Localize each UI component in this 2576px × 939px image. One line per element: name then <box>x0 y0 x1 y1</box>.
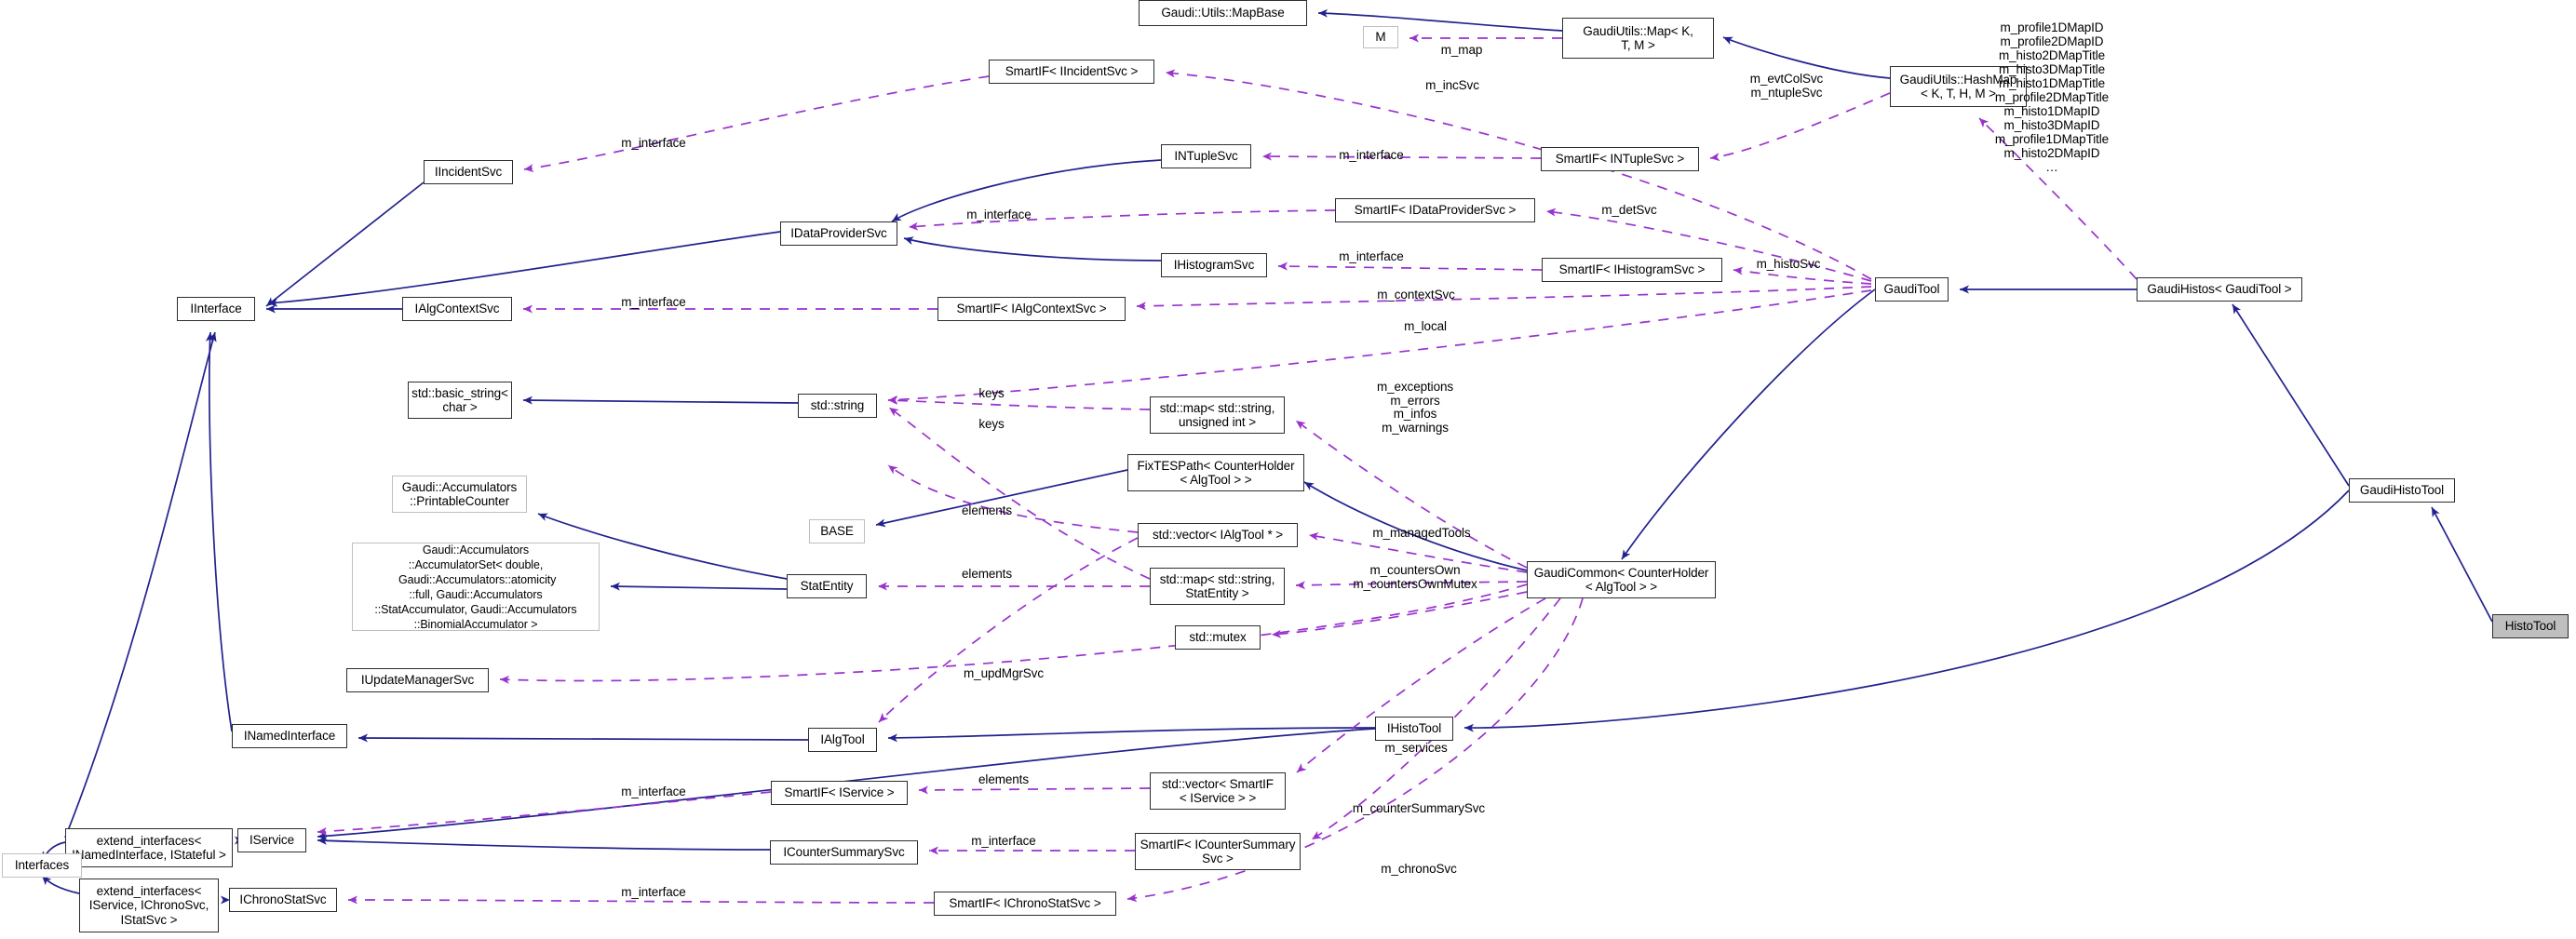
node-base[interactable]: BASE <box>809 519 865 543</box>
node-smartif-idataprovidersvc[interactable]: SmartIF< IDataProviderSvc > <box>1335 198 1535 222</box>
node-icountersummarysvc[interactable]: ICounterSummarySvc <box>770 840 918 865</box>
edge-label-m-interface-iservice: m_interface <box>621 785 686 798</box>
node-idataprovidersvc[interactable]: IDataProviderSvc <box>780 221 897 246</box>
node-std-vector-smartif-iservice[interactable]: std::vector< SmartIF < IService > > <box>1150 772 1286 810</box>
node-histotool[interactable]: HistoTool <box>2492 614 2569 638</box>
node-m[interactable]: M <box>1363 26 1398 48</box>
node-ihistogramsvc[interactable]: IHistogramSvc <box>1161 253 1267 277</box>
node-gaudiutils-map[interactable]: GaudiUtils::Map< K, T, M > <box>1562 18 1714 59</box>
node-std-basic-string[interactable]: std::basic_string< char > <box>408 382 512 419</box>
node-accumulator-set[interactable]: Gaudi::Accumulators ::AccumulatorSet< do… <box>352 543 600 631</box>
node-std-string[interactable]: std::string <box>798 394 877 418</box>
node-fixtespath-counterholder[interactable]: FixTESPath< CounterHolder < AlgTool > > <box>1127 454 1304 491</box>
node-extend-interfaces-namedinterface-stateful[interactable]: extend_interfaces< INamedInterface, ISta… <box>65 828 233 867</box>
node-smartif-intuplesvc[interactable]: SmartIF< INTupleSvc > <box>1541 147 1699 171</box>
edge-label-m-detsvc: m_detSvc <box>1601 203 1657 217</box>
node-gauditool[interactable]: GaudiTool <box>1875 277 1949 302</box>
edge-label-histogram-map-fields: m_profile1DMapID m_profile2DMapID m_hist… <box>1994 20 2110 174</box>
node-ialgcontextsvc[interactable]: IAlgContextSvc <box>402 297 512 321</box>
node-interfaces[interactable]: Interfaces <box>2 853 82 878</box>
edge-label-m-incsvc: m_incSvc <box>1425 78 1479 92</box>
node-ialgtool[interactable]: IAlgTool <box>808 728 877 752</box>
node-gaudihistos-gauditool[interactable]: GaudiHistos< GaudiTool > <box>2137 277 2302 302</box>
node-smartif-iservice[interactable]: SmartIF< IService > <box>771 781 908 805</box>
node-smartif-icountersummarysvc[interactable]: SmartIF< ICounterSummary Svc > <box>1135 833 1301 870</box>
node-iupdatemanagersvc[interactable]: IUpdateManagerSvc <box>346 668 489 692</box>
node-gaudicommon-counterholder[interactable]: GaudiCommon< CounterHolder < AlgTool > > <box>1527 561 1716 598</box>
node-gaudiutils-hashmap[interactable]: GaudiUtils::HashMap < K, T, H, M > <box>1890 66 2027 107</box>
edge-label-m-services: m_services <box>1384 741 1448 755</box>
node-printable-counter[interactable]: Gaudi::Accumulators ::PrintableCounter <box>392 476 527 513</box>
edge-label-m-countersown-mutex: m_countersOwn m_countersOwnMutex <box>1353 563 1477 591</box>
edge-label-keys-statentity: keys <box>978 417 1005 431</box>
node-statentity[interactable]: StatEntity <box>787 574 867 598</box>
node-ihistotool[interactable]: IHistoTool <box>1375 717 1453 741</box>
edge-label-m-evtcolsvc-ntuplesvc: m_evtColSvc m_ntupleSvc <box>1749 72 1824 100</box>
edge-label-m-chronosvc: m_chronoSvc <box>1381 862 1457 876</box>
edge-label-keys-uint: keys <box>978 386 1005 400</box>
edge-label-m-exceptions-errors-infos-warnings: m_exceptions m_errors m_infos m_warnings <box>1376 380 1454 435</box>
node-gaudihistotool[interactable]: GaudiHistoTool <box>2349 478 2455 503</box>
edge-label-m-updmgrsvc: m_updMgrSvc <box>964 666 1044 680</box>
edge-label-m-interface-ihistogramsvc: m_interface <box>1339 249 1404 263</box>
node-smartif-ihistogramsvc[interactable]: SmartIF< IHistogramSvc > <box>1542 258 1722 282</box>
node-iservice[interactable]: IService <box>237 828 306 852</box>
node-smartif-ichronostatsvc[interactable]: SmartIF< IChronoStatSvc > <box>934 892 1116 916</box>
edge-label-m-interface-ialgcontextsvc: m_interface <box>621 295 686 309</box>
node-std-map-string-uint[interactable]: std::map< std::string, unsigned int > <box>1150 396 1285 434</box>
edge-label-m-contextsvc: m_contextSvc <box>1377 288 1455 302</box>
edge-label-elements-smartif-iservice: elements <box>978 772 1029 786</box>
node-std-vector-ialgtool[interactable]: std::vector< IAlgTool * > <box>1138 523 1298 547</box>
edge-label-m-countersummarysvc: m_counterSummarySvc <box>1352 801 1486 815</box>
node-ichronostatsvc[interactable]: IChronoStatSvc <box>229 888 337 912</box>
edge-label-m-histosvc: m_histoSvc <box>1756 257 1821 271</box>
node-iincidentsvc[interactable]: IIncidentSvc <box>424 160 513 184</box>
edge-label-m-interface-intuplesvc: m_interface <box>1339 148 1404 162</box>
edge-label-elements-ialgtool: elements <box>962 503 1012 517</box>
node-intuplesvc[interactable]: INTupleSvc <box>1161 144 1251 168</box>
edge-label-m-interface-idataprovidersvc: m_interface <box>966 208 1032 221</box>
node-smartif-ialgcontextsvc[interactable]: SmartIF< IAlgContextSvc > <box>937 297 1126 321</box>
edge-label-m-interface-iincidentsvc: m_interface <box>621 136 686 150</box>
edge-label-elements-statentity: elements <box>962 567 1012 581</box>
node-std-map-string-statentity[interactable]: std::map< std::string, StatEntity > <box>1150 568 1285 605</box>
edge-label-m-interface-ichronostatsvc: m_interface <box>621 885 686 899</box>
edge-label-m-interface-icountersummarysvc: m_interface <box>971 834 1036 848</box>
node-iinterface[interactable]: IInterface <box>177 297 255 321</box>
node-std-mutex[interactable]: std::mutex <box>1175 625 1261 650</box>
edge-label-m-map: m_map <box>1440 43 1483 57</box>
edge-label-m-managedtools: m_managedTools <box>1372 526 1471 540</box>
edge-label-m-local: m_local <box>1404 319 1447 333</box>
node-gaudi-utils-mapbase[interactable]: Gaudi::Utils::MapBase <box>1139 0 1307 26</box>
node-smartif-iincidentsvc[interactable]: SmartIF< IIncidentSvc > <box>989 60 1154 84</box>
node-inamedinterface[interactable]: INamedInterface <box>232 724 347 748</box>
node-extend-interfaces-iservice-ichronosvc-istatsvc[interactable]: extend_interfaces< IService, IChronoSvc,… <box>79 879 219 932</box>
